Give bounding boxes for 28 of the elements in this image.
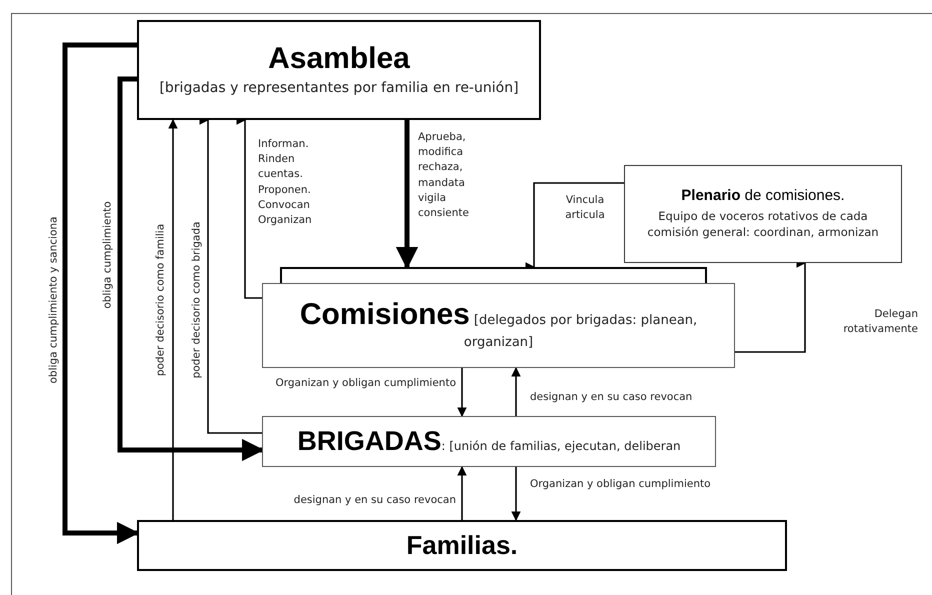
arrow <box>168 119 178 520</box>
node-title: Asamblea <box>268 42 410 75</box>
node-title: BRIGADAS <box>297 426 442 456</box>
edge-label: poder decisorio como familia <box>153 224 169 376</box>
edge-label: designan y en su caso revocan <box>530 390 692 406</box>
process-box <box>624 165 902 263</box>
arrow <box>457 368 467 417</box>
edge-label: poder decisorio como brigada <box>189 222 205 378</box>
node-description: [brigadas y representantes por familia en re-unión] <box>159 78 519 98</box>
process-box <box>137 520 787 571</box>
node-title: Plenario de comisiones. <box>681 188 845 204</box>
process-box <box>262 283 735 368</box>
node-description: : [unión de familias, ejecutan, deliberan <box>441 438 681 453</box>
arrow <box>457 466 467 520</box>
arrow <box>511 467 521 521</box>
edge-label: Organizan y obligan cumplimiento <box>530 477 711 492</box>
process-box <box>262 416 716 467</box>
arrow <box>62 42 140 544</box>
edge-label: obliga cumplimiento <box>100 201 116 309</box>
edge-label: Organizan y obligan cumplimiento <box>275 376 456 392</box>
edge-label: designan y en su caso revocan <box>294 493 456 508</box>
back-box <box>280 267 707 283</box>
node-title: Familias. <box>406 531 518 560</box>
node-description: Equipo de voceros rotativos de cada comisión general: coordinan, armonizan <box>646 208 880 240</box>
arrow <box>511 367 521 416</box>
arrow <box>396 120 418 270</box>
process-box <box>137 20 541 120</box>
edge-label: obliga cumplimiento y sanciona <box>46 216 62 384</box>
